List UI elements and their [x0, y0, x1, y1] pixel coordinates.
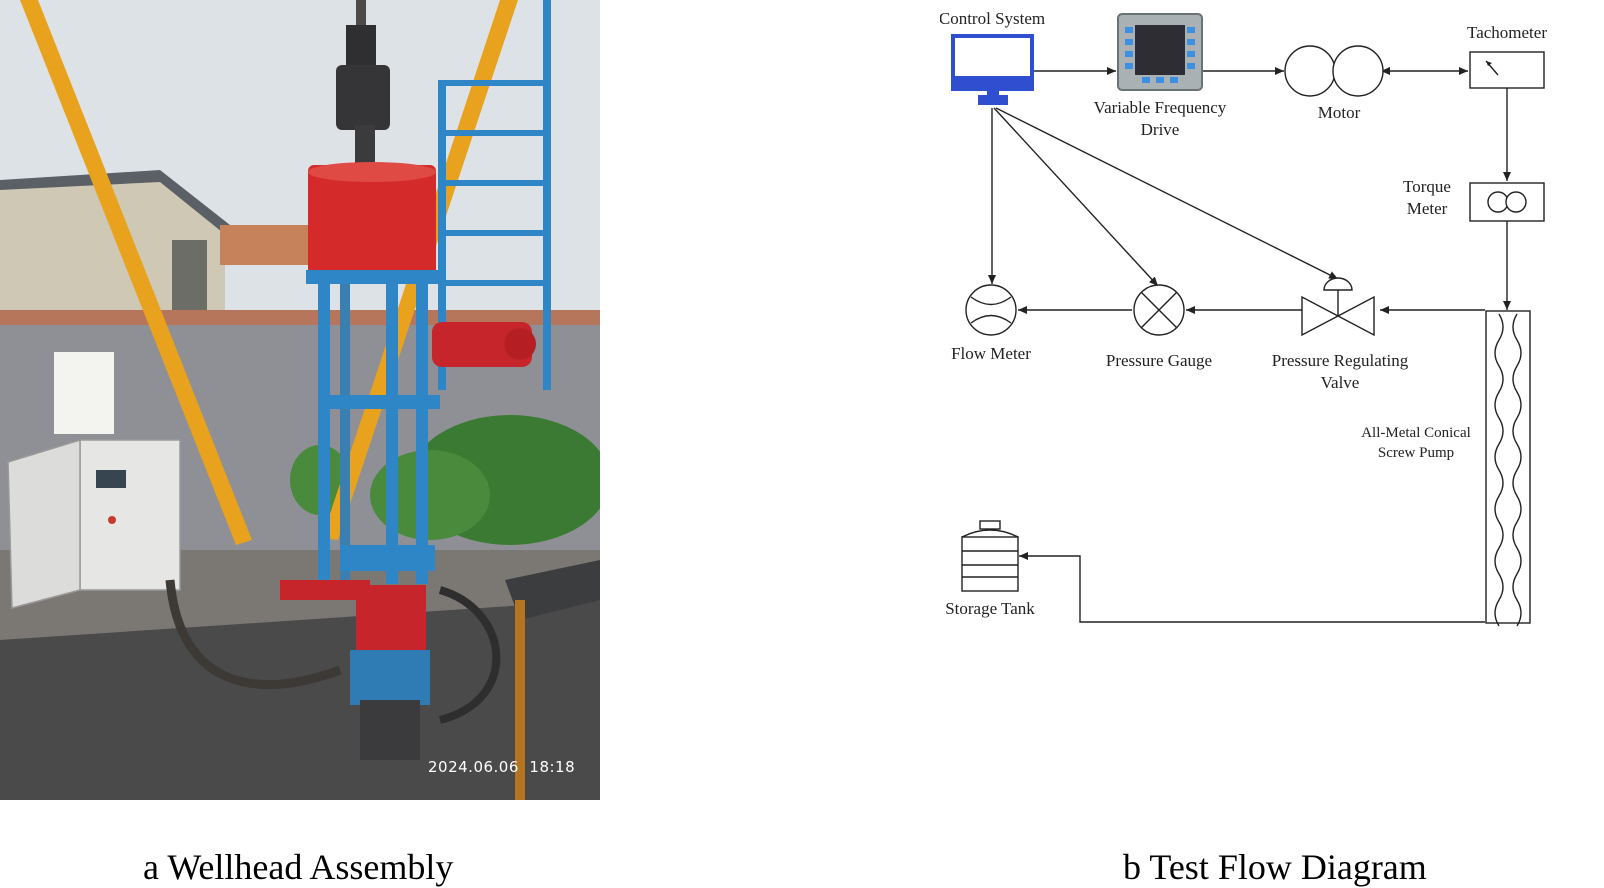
tachometer-icon: [1469, 51, 1545, 89]
tachometer-label: Tachometer: [1467, 23, 1547, 42]
vfd-label-line1: Variable Frequency: [1094, 98, 1227, 117]
pressure-gauge-icon: [1133, 284, 1185, 336]
pressure-regulating-valve-label-line1: Pressure Regulating: [1272, 351, 1409, 370]
screw-pump-label-line1: All-Metal Conical: [1361, 425, 1471, 441]
pressure-regulating-valve-label-line2: Valve: [1321, 373, 1360, 392]
storage-tank-icon: [961, 520, 1019, 592]
screw-pump-label-line2: Screw Pump: [1378, 445, 1454, 461]
torque-meter-icon: [1469, 182, 1545, 222]
flow-diagram-svg: Control System Variable Frequency Drive …: [939, 9, 1547, 627]
control-system-monitor-icon: [951, 34, 1034, 105]
connector-control-to-gauge: [993, 107, 1159, 287]
caption-test-flow-diagram: b Test Flow Diagram: [1123, 847, 1427, 887]
wellhead-photo: 2024.06.06 18:18: [0, 0, 600, 800]
flow-meter-icon: [965, 284, 1017, 336]
pressure-regulating-valve-icon: [1301, 277, 1375, 337]
photo-timestamp: 2024.06.06 18:18: [428, 758, 576, 776]
torque-meter-label-line2: Meter: [1407, 199, 1448, 218]
control-system-label: Control System: [940, 9, 1045, 28]
caption-wellhead-assembly: a Wellhead Assembly: [143, 847, 454, 887]
connector-control-to-valve: [995, 107, 1339, 280]
motor-label: Motor: [1318, 103, 1361, 122]
storage-tank-label: Storage Tank: [945, 599, 1035, 618]
test-flow-diagram: Control System Variable Frequency Drive …: [939, 0, 1604, 800]
variable-frequency-drive-icon: [1117, 13, 1203, 91]
torque-meter-label-line1: Torque: [1403, 177, 1451, 196]
vfd-label-line2: Drive: [1141, 120, 1180, 139]
wellhead-photo-illustration: [0, 0, 600, 800]
pressure-gauge-label: Pressure Gauge: [1106, 351, 1212, 370]
connector-pump-to-storage-tank: [1019, 552, 1485, 623]
motor-icon: [1284, 45, 1384, 97]
flow-meter-label: Flow Meter: [951, 344, 1031, 363]
screw-pump-icon: [1485, 310, 1531, 627]
